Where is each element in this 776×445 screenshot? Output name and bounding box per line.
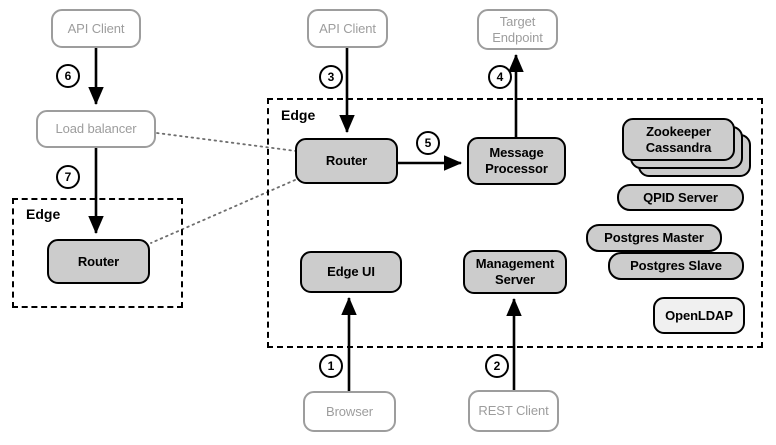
node-cassandra-label: Cassandra [645, 139, 712, 155]
step-badge-3: 3 [319, 65, 343, 89]
node-zookeeper-cassandra[interactable]: Zookeeper Cassandra [622, 118, 735, 161]
node-router-left-label: Router [77, 253, 120, 269]
step-badge-7: 7 [56, 165, 80, 189]
step-badge-7-number: 7 [64, 170, 72, 184]
step-badge-2-number: 2 [493, 359, 501, 373]
node-edge-ui-label: Edge UI [327, 264, 375, 280]
node-router-edge[interactable]: Router [295, 138, 398, 184]
step-badge-4: 4 [488, 65, 512, 89]
step-badge-4-number: 4 [496, 70, 504, 84]
node-target-endpoint-label: Target Endpoint [492, 13, 543, 45]
node-browser[interactable]: Browser [303, 391, 396, 432]
node-postgres-slave[interactable]: Postgres Slave [608, 252, 744, 280]
step-badge-5: 5 [416, 131, 440, 155]
node-api-client-center[interactable]: API Client [307, 9, 388, 48]
node-browser-label: Browser [326, 403, 373, 419]
node-qpid-server-label: QPID Server [643, 189, 718, 205]
node-openldap-label: OpenLDAP [665, 307, 733, 323]
node-openldap[interactable]: OpenLDAP [653, 297, 745, 334]
group-edge-right [267, 98, 763, 348]
node-router-left[interactable]: Router [47, 239, 150, 284]
group-edge-left [12, 198, 183, 308]
step-badge-5-number: 5 [424, 136, 432, 150]
node-api-client-center-label: API Client [319, 20, 376, 36]
node-router-edge-label: Router [325, 153, 368, 169]
node-postgres-master-label: Postgres Master [604, 230, 704, 246]
node-api-client-left-label: API Client [67, 20, 125, 36]
node-management-server[interactable]: Management Server [463, 250, 567, 294]
node-target-endpoint[interactable]: Target Endpoint [477, 9, 558, 50]
node-management-server-label: Management Server [475, 256, 555, 287]
node-edge-ui[interactable]: Edge UI [300, 251, 402, 293]
step-badge-1: 1 [319, 354, 343, 378]
node-postgres-slave-label: Postgres Slave [630, 258, 722, 274]
step-badge-1-number: 1 [327, 359, 335, 373]
node-api-client-left[interactable]: API Client [51, 9, 141, 48]
group-edge-left-label: Edge [26, 206, 61, 222]
node-rest-client-label: REST Client [478, 403, 549, 419]
step-badge-6-number: 6 [64, 69, 72, 83]
node-postgres-master[interactable]: Postgres Master [586, 224, 722, 252]
step-badge-6: 6 [56, 64, 80, 88]
node-load-balancer-label: Load balancer [55, 121, 137, 137]
group-edge-right-label: Edge [281, 107, 316, 123]
node-rest-client[interactable]: REST Client [468, 390, 559, 432]
node-message-processor-label: Message Processor [485, 145, 548, 176]
node-qpid-server[interactable]: QPID Server [617, 184, 744, 211]
node-load-balancer[interactable]: Load balancer [36, 110, 156, 148]
step-badge-3-number: 3 [327, 70, 335, 84]
node-zookeeper-label: Zookeeper [646, 123, 711, 139]
node-message-processor[interactable]: Message Processor [467, 137, 566, 185]
step-badge-2: 2 [485, 354, 509, 378]
